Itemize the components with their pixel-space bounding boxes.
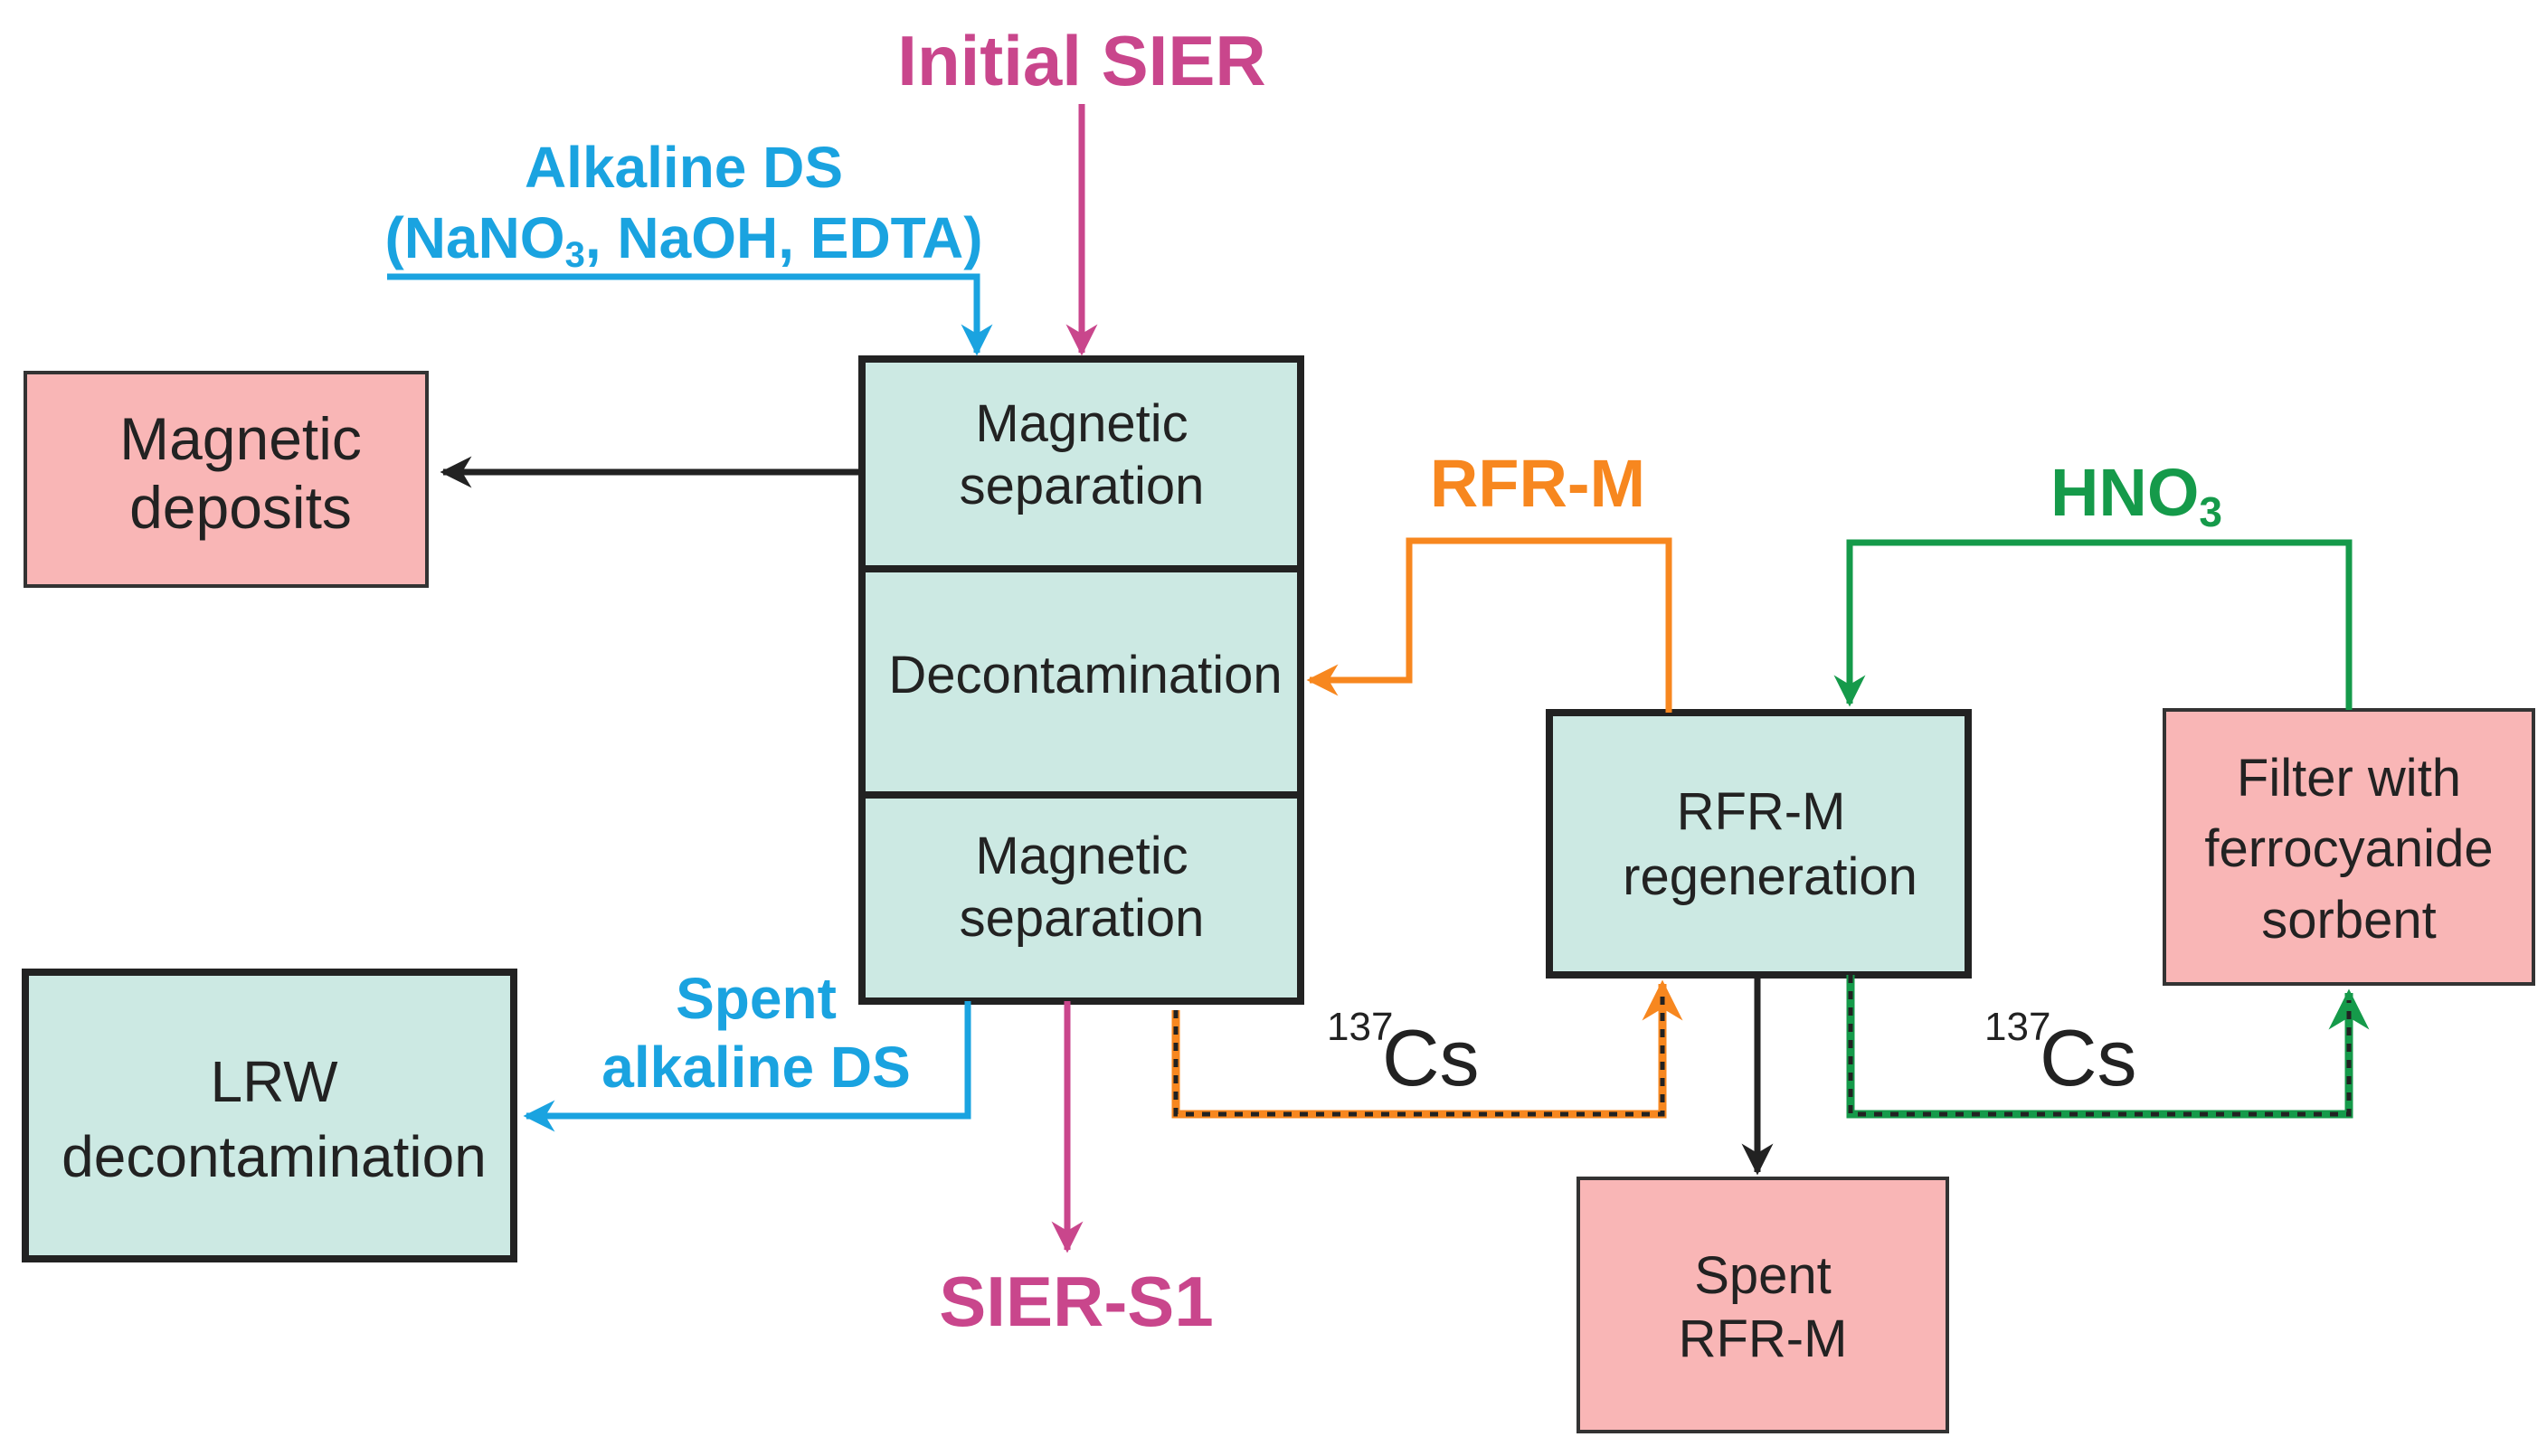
magnetic-separation-top-line1: Magnetic [975, 394, 1188, 453]
sier-s1-label: SIER-S1 [939, 1262, 1213, 1341]
spent-rfr-m-line1: Spent [1694, 1246, 1832, 1305]
filter-ferrocyanide-box: Filter with ferrocyanide sorbent [2163, 708, 2535, 986]
initial-sier-label: Initial SIER [897, 21, 1265, 100]
magnetic-separation-bottom-line1: Magnetic [975, 827, 1188, 885]
rfr-m-regeneration-line2: regeneration [1623, 847, 1917, 906]
decontamination-label: Decontamination [888, 646, 1282, 704]
svg-text:Cs: Cs [1382, 1013, 1480, 1102]
magnetic-separation-bottom-box [858, 791, 1304, 1005]
rfr-m-regeneration-line1: RFR-M [1677, 782, 1846, 841]
spent-rfr-m-line2: RFR-M [1679, 1309, 1848, 1368]
lrw-decontamination-line2: decontamination [62, 1124, 487, 1189]
filter-line3: sorbent [2261, 891, 2436, 950]
magnetic-deposits-box: Magnetic deposits [24, 371, 429, 588]
lrw-decontamination-line1: LRW [210, 1049, 338, 1114]
lrw-decontamination-box: LRW decontamination [22, 969, 517, 1262]
svg-text:Cs: Cs [2040, 1013, 2137, 1102]
spent-alkaline-ds-label-line1: Spent [676, 966, 837, 1031]
cs137-label-1: 137 Cs [1327, 1005, 1480, 1102]
magnetic-separation-top-line2: separation [960, 457, 1205, 515]
hno3-label: HNO3 [2050, 455, 2222, 535]
magnetic-separation-bottom-line2: separation [960, 889, 1205, 948]
alkaline-ds-label-line2: (NaNO3, NaOH, EDTA) [384, 205, 982, 275]
filter-line1: Filter with [2237, 749, 2461, 808]
hno3-arrow [1833, 539, 2353, 710]
spent-rfr-m-box: Spent RFR-M [1576, 1177, 1949, 1433]
spent-alkaline-ds-arrow [523, 1001, 971, 1132]
rfr-m-arrow [1306, 537, 1672, 713]
magnetic-deposits-line1: Magnetic [119, 405, 362, 472]
cs137-label-2: 137 Cs [1984, 1005, 2137, 1102]
svg-text:137: 137 [1984, 1005, 2050, 1049]
magnetic-separation-top-box [858, 355, 1304, 572]
central-column: Magnetic separation Decontamination Magn… [858, 355, 1304, 1005]
rfr-m-regeneration-box: RFR-M regeneration [1546, 709, 1972, 979]
cs-transfer-arrow-1 [1171, 979, 1683, 1119]
cs-transfer-arrow-2 [1846, 975, 2370, 1119]
filter-line2: ferrocyanide [2204, 819, 2493, 878]
alkaline-ds-arrow [387, 273, 993, 356]
magnetic-deposits-line2: deposits [129, 474, 352, 541]
rfr-m-label: RFR-M [1430, 446, 1645, 521]
spent-alkaline-ds-label-line2: alkaline DS [601, 1035, 911, 1100]
alkaline-ds-label-line1: Alkaline DS [525, 135, 843, 200]
svg-text:137: 137 [1327, 1005, 1393, 1049]
